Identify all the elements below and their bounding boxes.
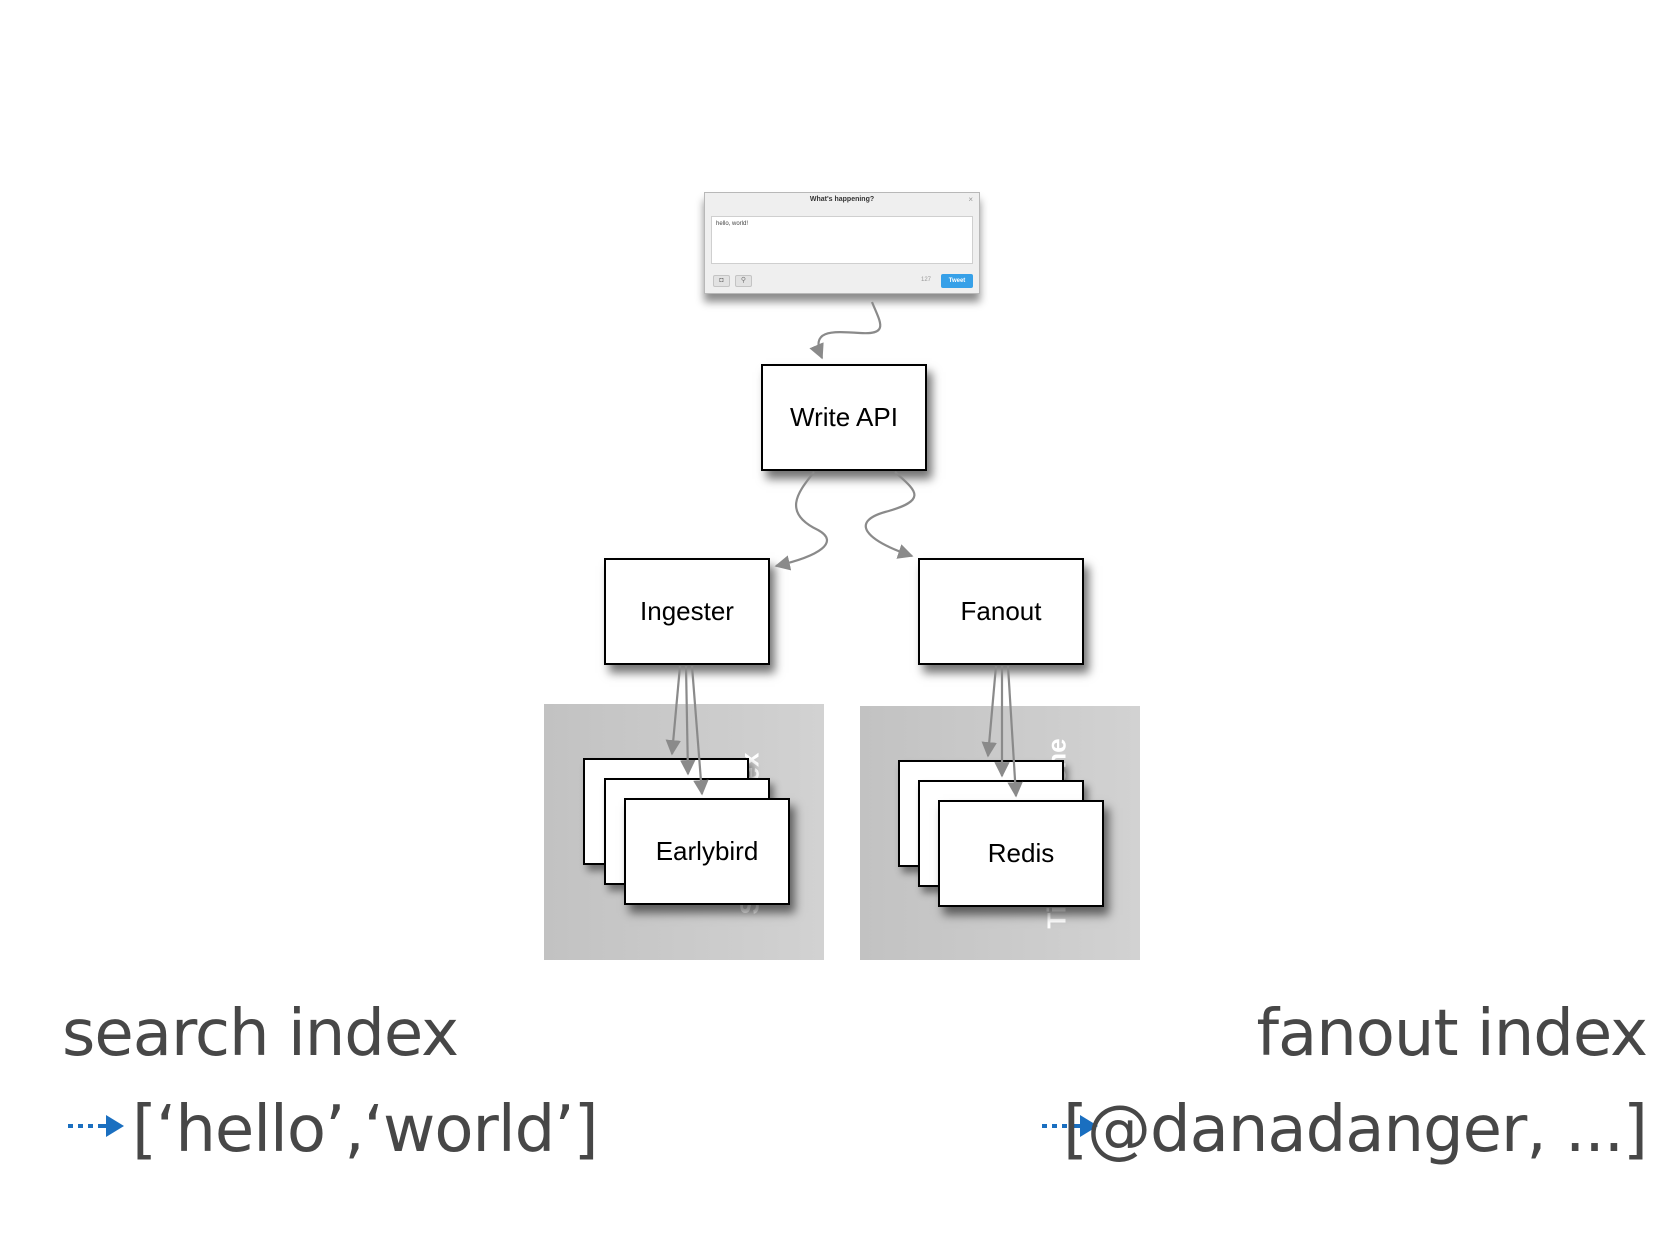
arrow-fanout-to-shard-1: [981, 665, 998, 758]
tweet-text-area[interactable]: hello, world!: [711, 216, 973, 264]
arrow-ingester-to-shard-1: [665, 665, 682, 756]
tweet-compose-dialog: What's happening? × hello, world! ◘ ⚲ 12…: [704, 192, 980, 294]
fanout-index-value: [@danadanger, ...]: [1063, 1093, 1648, 1167]
arrow-tweet-to-write-api: [809, 301, 882, 360]
char-count: 127: [921, 277, 932, 283]
arrow-fanout-to-shard-3: [1006, 665, 1023, 798]
close-icon[interactable]: ×: [968, 195, 973, 204]
redis-node: Redis: [938, 800, 1104, 907]
arrow-ingester-to-shard-2: [680, 665, 696, 776]
search-index-value: [‘hello’,‘world’]: [132, 1093, 599, 1167]
tweet-dialog-title: What's happening?: [809, 196, 875, 203]
earlybird-node: Earlybird: [624, 798, 790, 905]
search-index-caption: search index: [62, 997, 459, 1071]
fanout-node: Fanout: [918, 558, 1084, 665]
dotted-arrow-icon: [1042, 1115, 1098, 1137]
ingester-node: Ingester: [604, 558, 770, 665]
arrow-write-api-to-fanout: [864, 471, 916, 559]
arrow-ingester-to-shard-3: [690, 665, 709, 796]
fanout-index-caption: fanout index: [1256, 997, 1648, 1071]
arrow-write-api-to-ingester: [774, 471, 829, 571]
tweet-button[interactable]: Tweet: [941, 274, 973, 288]
dotted-arrow-icon: [68, 1115, 124, 1137]
camera-icon[interactable]: ◘: [713, 275, 730, 287]
write-api-node: Write API: [761, 364, 927, 471]
location-pin-icon[interactable]: ⚲: [735, 275, 752, 287]
